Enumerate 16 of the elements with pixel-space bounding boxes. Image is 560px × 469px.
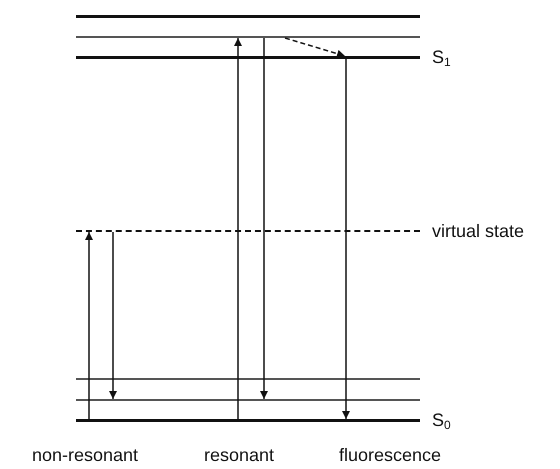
process-label: resonant [204,446,274,464]
energy-level [76,419,420,422]
dashed-energy-level [76,230,420,232]
level-label: S$_{1}$ [432,48,451,66]
energy-level [76,15,420,18]
level-label: S$_{0}$ [432,411,451,429]
transition-arrow [342,59,350,419]
transition-arrow [234,38,242,419]
transition-arrow [284,37,346,58]
transition-arrow [85,232,93,419]
level-label: virtual state [432,222,524,240]
energy-level [76,56,420,59]
transition-arrow [109,232,117,399]
transition-arrow [260,38,268,399]
process-label: non-resonant [32,446,138,464]
process-label: fluorescence [338,446,442,464]
